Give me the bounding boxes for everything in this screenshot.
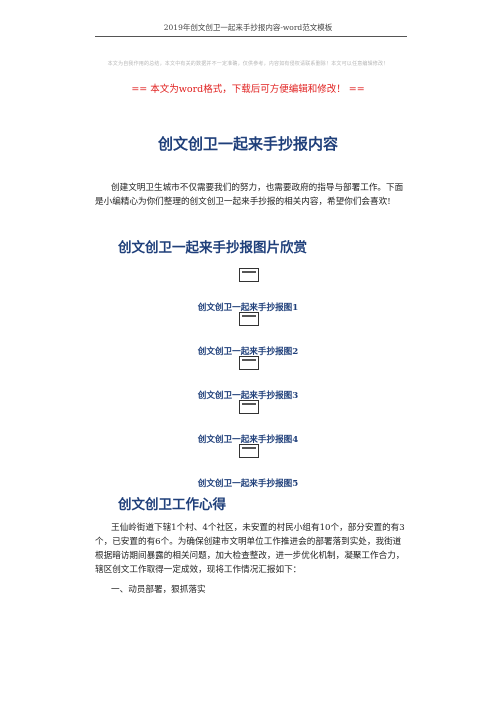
experience-section-title: 创文创卫工作心得 (118, 497, 226, 513)
word-format-notice: == 本文为word格式，下载后可方便编辑和修改！ == (131, 84, 365, 95)
thumbnail-image-icon[interactable] (239, 268, 259, 282)
page-header: 2019年创文创卫一起来手抄报内容-word范文模板 (163, 23, 333, 32)
document-title: 创文创卫一起来手抄报内容 (157, 135, 338, 153)
intro-paragraph: 创建文明卫生城市不仅需要我们的努力，也需要政府的指导与部署工作。下面是小编精心为… (95, 183, 404, 207)
header-divider (95, 36, 407, 37)
image-caption: 创文创卫一起来手抄报图3 (197, 391, 299, 401)
image-caption: 创文创卫一起来手抄报图2 (197, 347, 299, 357)
image-caption: 创文创卫一起来手抄报图4 (197, 435, 299, 445)
thumbnail-image-icon[interactable] (239, 400, 259, 414)
experience-subheading: 一、动员部署，狠抓落实 (111, 585, 206, 595)
image-caption: 创文创卫一起来手抄报图1 (197, 303, 299, 313)
thumbnail-image-icon[interactable] (239, 356, 259, 370)
gallery-section-title: 创文创卫一起来手抄报图片欣赏 (118, 240, 307, 256)
thumbnail-image-icon[interactable] (239, 312, 259, 326)
experience-paragraph: 王仙岭街道下辖1个村、4个社区，未安置的村民小组有10个，部分安置的有3个，已安… (95, 523, 405, 575)
thumbnail-image-icon[interactable] (239, 444, 259, 458)
disclaimer-notice: 本文为自我作用的总结，本文中有关的数据并不一定准确，仅供参考，内容如有侵权请联系… (107, 61, 389, 67)
image-caption: 创文创卫一起来手抄报图5 (197, 479, 299, 489)
